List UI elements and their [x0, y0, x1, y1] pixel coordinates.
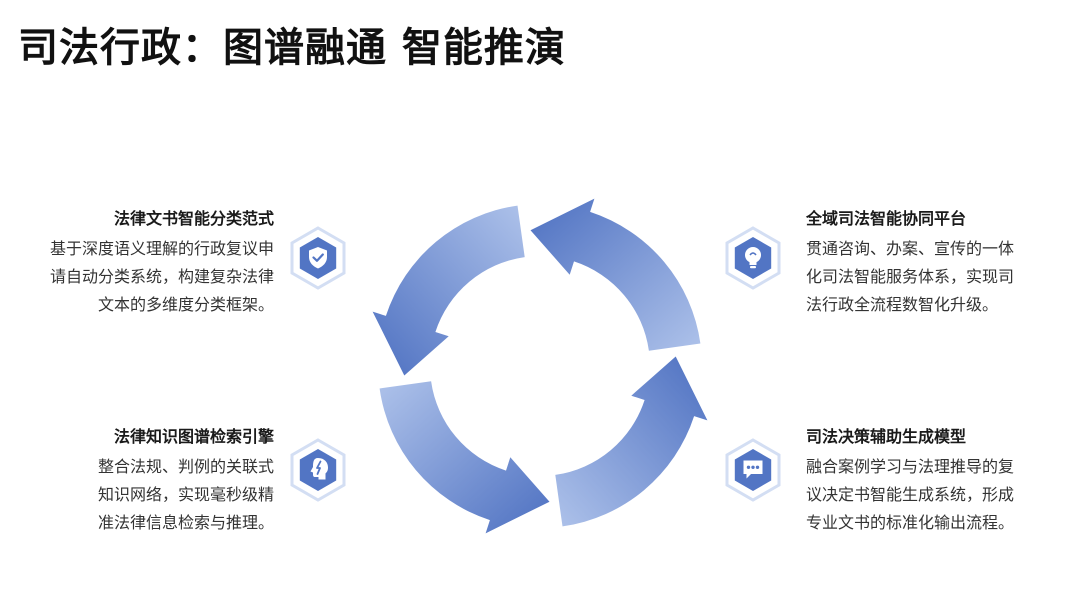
description-line: 贯通咨询、办案、宣传的一体 [806, 239, 1015, 258]
cycle-arrow-bottom-right [555, 356, 708, 527]
description-line: 化司法智能服务体系，实现司 [806, 267, 1015, 286]
hex-badge [725, 438, 781, 502]
chat-bubble-icon [722, 437, 784, 503]
feature-block-collaboration-platform: 全域司法智能协同平台 贯通咨询、办案、宣传的一体 化司法智能服务体系，实现司 法… [806, 207, 1066, 319]
feature-description: 融合案例学习与法理推导的复 议决定书智能生成系统，形成 专业文书的标准化输出流程… [806, 453, 1066, 537]
description-line: 准法律信息检索与推理。 [97, 513, 274, 532]
feature-title: 司法决策辅助生成模型 [806, 427, 967, 446]
description-line: 整合法规、判例的关联式 [97, 457, 274, 476]
hex-badge [290, 226, 346, 290]
description-line: 知识网络，实现毫秒级精 [97, 485, 274, 504]
ai-head-icon [287, 437, 349, 503]
feature-block-document-classification: 法律文书智能分类范式 基于深度语义理解的行政复议申 请自动分类系统，构建复杂法律… [14, 207, 274, 319]
description-line: 基于深度语义理解的行政复议申 [49, 239, 274, 258]
description-line: 文本的多维度分类框架。 [97, 295, 274, 314]
hex-badge [290, 438, 346, 502]
description-line: 专业文书的标准化输出流程。 [806, 513, 1015, 532]
cycle-arrow-top-right [530, 198, 701, 351]
cycle-arrow-bottom-left [379, 381, 550, 534]
feature-block-decision-generation: 司法决策辅助生成模型 融合案例学习与法理推导的复 议决定书智能生成系统，形成 专… [806, 425, 1066, 537]
cycle-arrows-diagram [372, 198, 708, 534]
cycle-arrow-top-left [372, 205, 525, 376]
lightbulb-icon [722, 225, 784, 291]
feature-title: 全域司法智能协同平台 [806, 209, 967, 228]
feature-block-knowledge-graph-search: 法律知识图谱检索引擎 整合法规、判例的关联式 知识网络，实现毫秒级精 准法律信息… [14, 425, 274, 537]
description-line: 议决定书智能生成系统，形成 [806, 485, 1015, 504]
description-line: 请自动分类系统，构建复杂法律 [49, 267, 274, 286]
feature-description: 贯通咨询、办案、宣传的一体 化司法智能服务体系，实现司 法行政全流程数智化升级。 [806, 235, 1066, 319]
description-line: 融合案例学习与法理推导的复 [806, 457, 1015, 476]
description-line: 法行政全流程数智化升级。 [806, 295, 999, 314]
feature-description: 整合法规、判例的关联式 知识网络，实现毫秒级精 准法律信息检索与推理。 [14, 453, 274, 537]
feature-description: 基于深度语义理解的行政复议申 请自动分类系统，构建复杂法律 文本的多维度分类框架… [14, 235, 274, 319]
feature-title: 法律知识图谱检索引擎 [113, 427, 274, 446]
shield-check-icon [287, 225, 349, 291]
page-title: 司法行政：图谱融通 智能推演 [18, 25, 566, 71]
feature-title: 法律文书智能分类范式 [113, 209, 274, 228]
hex-badge [725, 226, 781, 290]
